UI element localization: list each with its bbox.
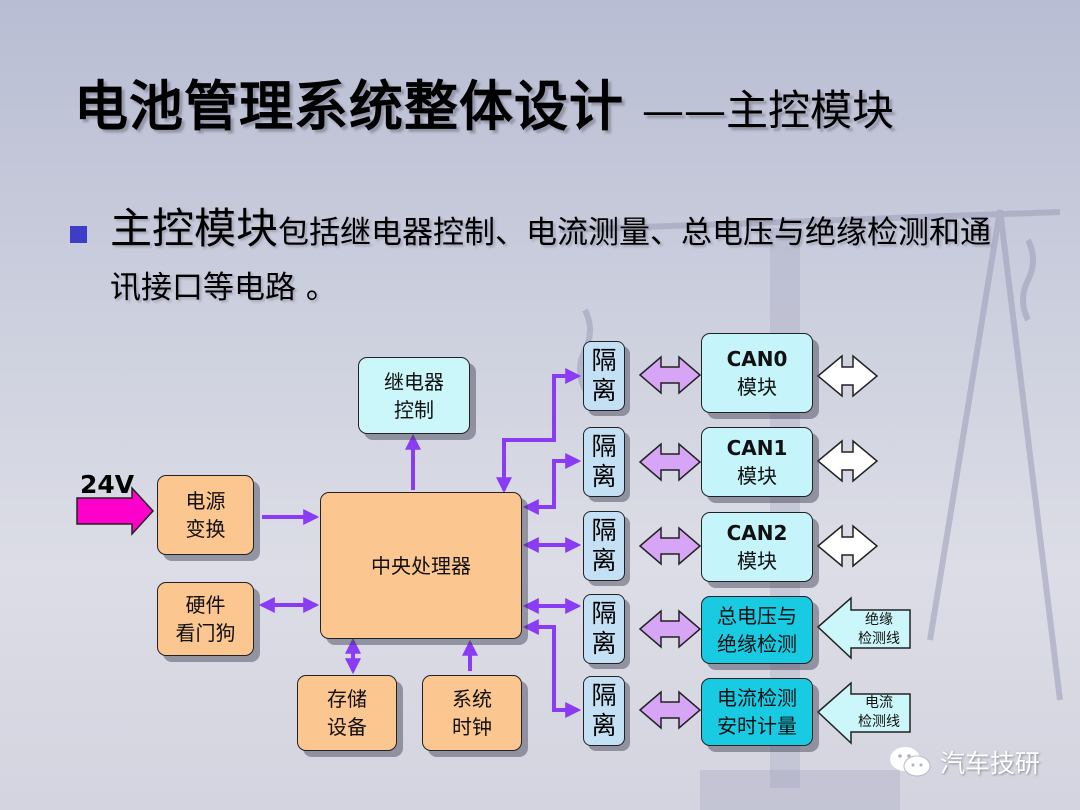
- relay-line1: 继电器: [384, 369, 444, 394]
- iso-char2: 离: [591, 376, 617, 405]
- bullet-text: 主控模块包括继电器控制、电流测量、总电压与绝缘检测和通讯接口等电路 。: [110, 204, 1010, 318]
- isolation-box-2: 隔离: [583, 511, 625, 581]
- isolation-box-0: 隔离: [583, 341, 625, 411]
- iso-char2: 离: [591, 629, 617, 658]
- wechat-icon: [890, 747, 931, 777]
- bullet-rest: 包括继电器控制、电流测量、总电压与绝缘检测和通讯接口等电路 。: [110, 215, 992, 306]
- voltage-insulation-box: 总电压与 绝缘检测: [701, 596, 813, 664]
- title-sub: ——主控模块: [642, 86, 895, 135]
- can0-sub: 模块: [737, 375, 777, 399]
- power-conversion-box: 电源 变换: [157, 475, 254, 555]
- watchdog-line1: 硬件: [185, 593, 226, 617]
- can1-sub: 模块: [737, 464, 777, 488]
- cpu-label: 中央处理器: [371, 553, 471, 578]
- current-line2: 安时计量: [717, 714, 797, 738]
- current-line1: 电流检测: [717, 686, 797, 710]
- can2-label: CAN2: [726, 521, 788, 545]
- current-sense-line2: 检测线: [858, 714, 900, 730]
- bullet-lead: 主控模块: [110, 204, 279, 253]
- isolation-box-1: 隔离: [583, 427, 625, 497]
- can1-module-box: CAN1 模块: [701, 427, 813, 497]
- watchdog-box: 硬件 看门狗: [157, 582, 254, 656]
- can2-module-box: CAN2 模块: [701, 512, 813, 582]
- watermark-text: 汽车技研: [940, 749, 1041, 778]
- clock-box: 系统 时钟: [422, 675, 522, 751]
- isolation-box-4: 隔离: [583, 676, 625, 746]
- power-line2: 变换: [185, 517, 226, 541]
- relay-line2: 控制: [394, 397, 434, 422]
- storage-line1: 存储: [327, 687, 367, 711]
- current-measure-box: 电流检测 安时计量: [701, 678, 813, 746]
- insulation-sense-label: 绝缘 检测线: [850, 611, 908, 649]
- iso-char2: 离: [591, 546, 617, 575]
- can0-module-box: CAN0 模块: [701, 333, 813, 413]
- insulation-sense-line2: 检测线: [858, 631, 900, 647]
- insulation-sense-line1: 绝缘: [865, 612, 893, 628]
- current-sense-line1: 电流: [865, 695, 893, 711]
- iso-char1: 隔: [591, 599, 617, 628]
- cpu-box: 中央处理器: [320, 492, 522, 639]
- iso-char1: 隔: [591, 681, 617, 710]
- iso-char2: 离: [591, 711, 617, 740]
- iso-char1: 隔: [591, 516, 617, 545]
- voltage-line1: 总电压与: [717, 604, 797, 628]
- watchdog-line2: 看门狗: [175, 621, 236, 645]
- input-24v-label: 24V: [80, 470, 135, 499]
- voltage-line2: 绝缘检测: [717, 632, 797, 656]
- can0-label: CAN0: [726, 347, 788, 371]
- relay-control-box: 继电器 控制: [358, 357, 470, 434]
- can1-label: CAN1: [726, 436, 788, 460]
- iso-char2: 离: [591, 462, 617, 491]
- iso-char1: 隔: [591, 432, 617, 461]
- title-main: 电池管理系统整体设计: [74, 75, 624, 138]
- storage-line2: 设备: [327, 715, 367, 739]
- clock-line2: 时钟: [452, 715, 492, 739]
- storage-box: 存储 设备: [297, 675, 397, 751]
- bullet-square-icon: [70, 226, 87, 243]
- isolation-box-3: 隔离: [583, 594, 625, 664]
- watermark: 汽车技研: [888, 744, 1040, 780]
- power-line1: 电源: [185, 489, 226, 513]
- iso-char1: 隔: [591, 346, 617, 375]
- page-title: 电池管理系统整体设计 ——主控模块: [74, 62, 894, 141]
- clock-line1: 系统: [452, 687, 492, 711]
- current-sense-label: 电流 检测线: [850, 694, 908, 732]
- can2-sub: 模块: [737, 549, 777, 573]
